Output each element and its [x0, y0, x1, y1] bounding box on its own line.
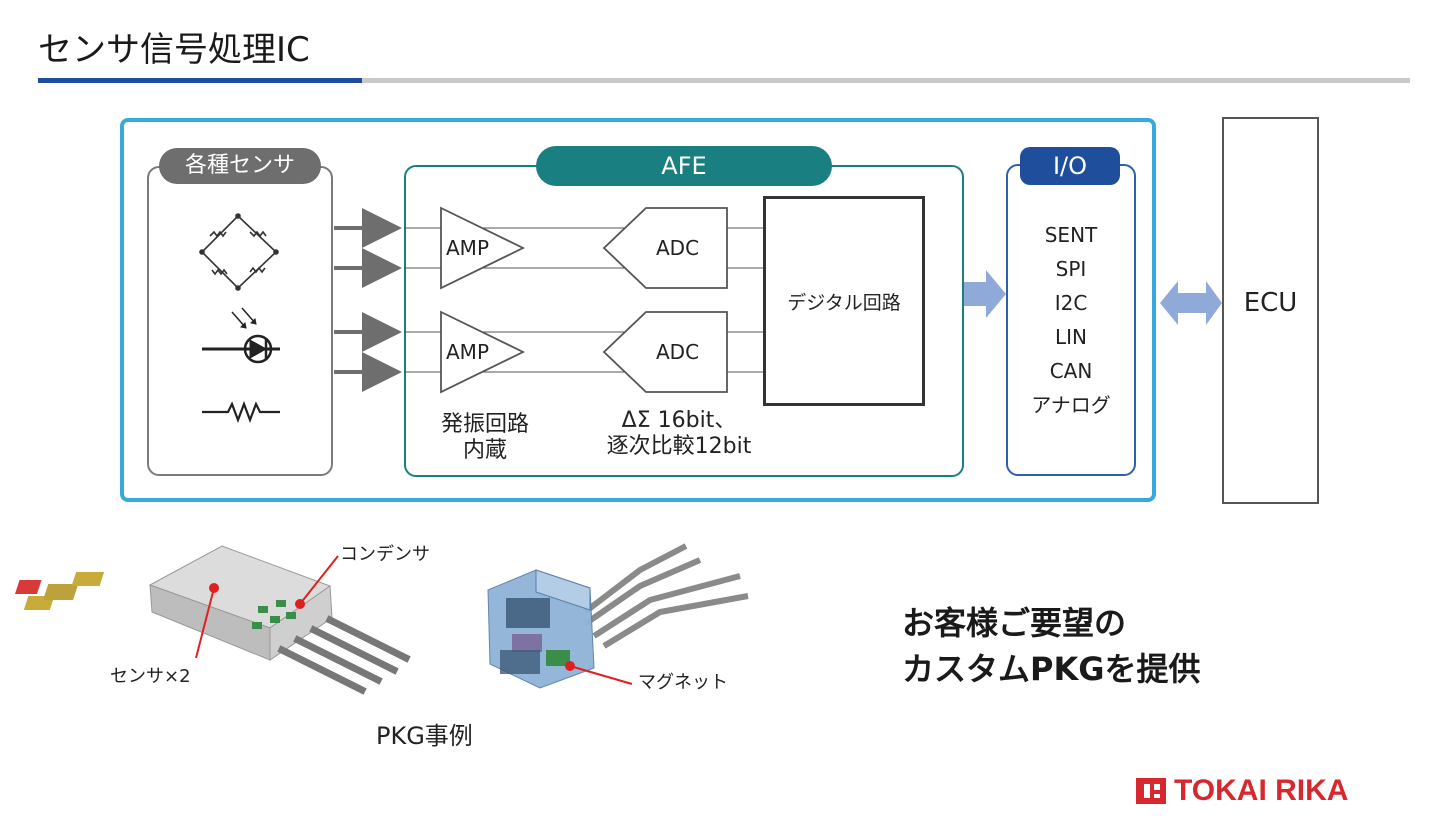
sensor-group-label: 各種センサ [159, 148, 321, 184]
amp-block-1 [440, 206, 526, 290]
io-item-spi: SPI [1055, 257, 1087, 281]
title-divider [38, 78, 1410, 83]
afe-label: AFE [536, 146, 832, 186]
ecu-box [1222, 117, 1319, 504]
ecu-label: ECU [1243, 288, 1298, 318]
oscillator-note-line2: 内蔵 [462, 438, 507, 463]
callout-magnet: マグネット [638, 672, 728, 693]
callout-sensor: センサ×2 [110, 666, 191, 687]
io-ecu-double-arrow [1160, 281, 1222, 325]
amp-block-2 [440, 310, 526, 394]
adc-label-2: ADC [656, 340, 700, 364]
io-protocol-list: SENT SPI I2C LIN CAN アナログ [1010, 218, 1132, 422]
custom-package-message: お客様ご要望の カスタムPKGを提供 [902, 600, 1201, 692]
adc-note-line1: ΔΣ 16bit、 [621, 408, 737, 433]
adc-label-1: ADC [656, 236, 700, 260]
amp-label-2: AMP [446, 340, 489, 364]
oscillator-note-line1: 発振回路 [440, 412, 529, 437]
cta-line1: お客様ご要望の [902, 604, 1127, 642]
ic-frame [120, 118, 1156, 502]
io-item-sent: SENT [1044, 223, 1098, 247]
callout-line-pkg2 [565, 661, 633, 685]
cta-line2: カスタムPKGを提供 [902, 650, 1201, 688]
tokai-rika-logo-mark [1136, 778, 1166, 804]
io-item-can: CAN [1049, 359, 1093, 383]
io-item-i2c: I2C [1054, 291, 1088, 315]
page-title: センサ信号処理IC [38, 30, 310, 70]
package-illustration-2 [487, 543, 749, 689]
resistor-icon [202, 400, 280, 424]
brand-logo: TOKAI RIKA [1174, 774, 1349, 807]
adc-block-1 [602, 207, 728, 289]
afe-to-io-arrow [964, 270, 1006, 318]
amp-label-1: AMP [446, 236, 489, 260]
sensor-signal-arrows [334, 208, 402, 392]
oscillator-note: 発振回路 内蔵 [420, 412, 550, 464]
title-divider-accent [38, 78, 362, 83]
package-caption: PKG事例 [376, 722, 473, 750]
io-label: I/O [1020, 147, 1120, 185]
photodiode-icon [202, 307, 280, 364]
callout-lines-pkg1 [195, 555, 339, 659]
digital-circuit-label: デジタル回路 [787, 292, 901, 314]
package-illustration-1 [14, 545, 411, 695]
adc-note-line2: 逐次比較12bit [606, 434, 752, 459]
adc-block-2 [602, 311, 728, 393]
adc-resolution-note: ΔΣ 16bit、 逐次比較12bit [584, 408, 774, 460]
callout-capacitor: コンデンサ [340, 544, 430, 565]
digital-circuit-box [763, 196, 925, 406]
io-item-analog: アナログ [1031, 393, 1111, 417]
io-item-lin: LIN [1054, 325, 1087, 349]
bridge-sensor-icon [199, 213, 279, 291]
